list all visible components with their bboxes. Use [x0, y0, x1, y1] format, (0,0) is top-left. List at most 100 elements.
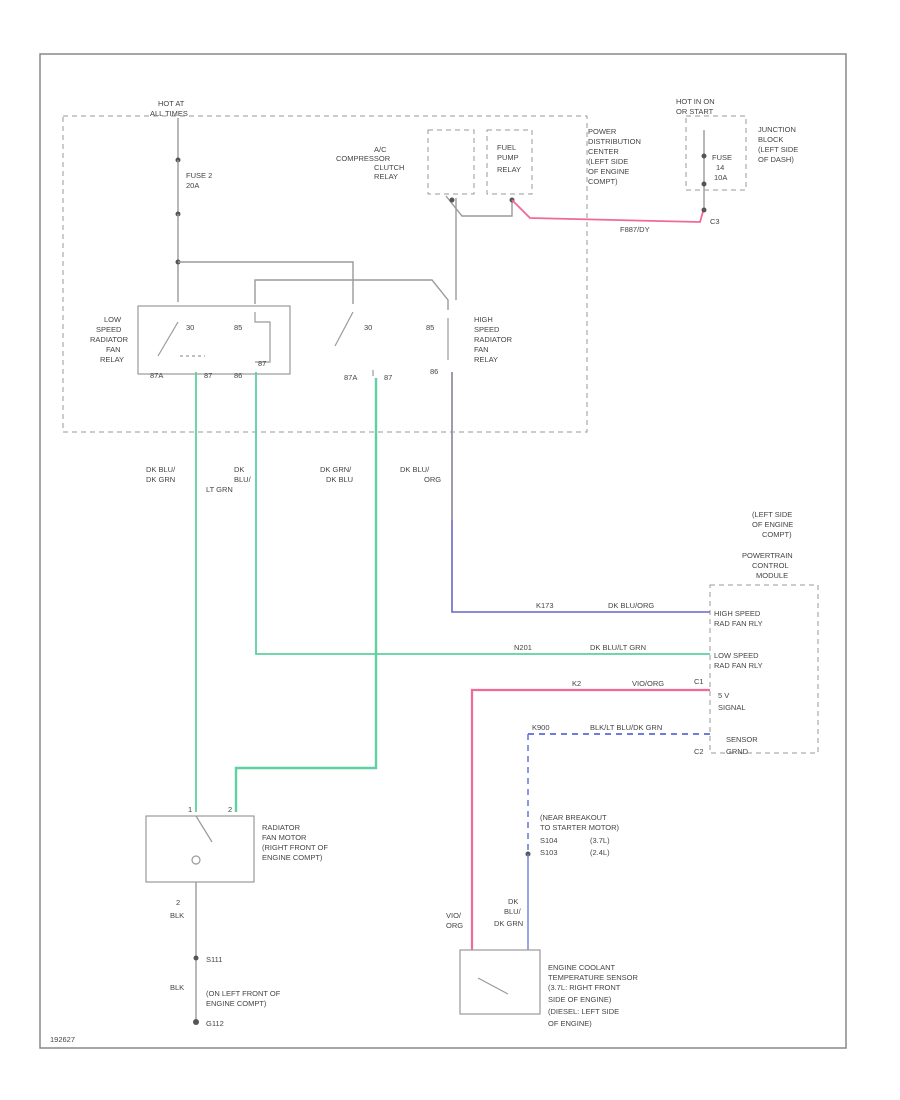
junction-block-2: BLOCK — [758, 135, 783, 144]
ect-wire-left-1: VIO/ — [446, 911, 462, 920]
wire-high-2: ORG — [424, 475, 441, 484]
f87-wire-label: F887/DY — [620, 225, 650, 234]
junction-fuse-2: 14 — [716, 163, 724, 172]
ect-sensor-1: ENGINE COOLANT — [548, 963, 616, 972]
splice-s111: S111 — [206, 955, 222, 964]
fan-pin-1: 1 — [188, 805, 192, 814]
pcm-box — [709, 584, 819, 754]
low-relay-5: RELAY — [100, 355, 124, 364]
junction-fuse-top — [701, 153, 707, 159]
circ-k173: K173 — [536, 601, 554, 610]
circ-n201: N201 — [514, 643, 532, 652]
ac-relay-box — [427, 129, 475, 195]
ac-relay-4: RELAY — [374, 172, 398, 181]
low-relay-3: RADIATOR — [90, 335, 129, 344]
pdc-4: (LEFT SIDE — [588, 157, 628, 166]
fuel-pump-relay-3: RELAY — [497, 165, 521, 174]
wire-mid-1: DK GRN/ — [320, 465, 352, 474]
high-relay-5: RELAY — [474, 355, 498, 364]
fan-motor-1: RADIATOR — [262, 823, 301, 832]
pdc-enclosure — [62, 115, 588, 433]
pdc-3: CENTER — [588, 147, 619, 156]
ac-relay-2: COMPRESSOR — [336, 154, 391, 163]
pin-87b: 87 — [204, 371, 212, 380]
pink-wire-5v — [470, 688, 710, 950]
pin-30b: 30 — [364, 323, 372, 332]
pcm-low-2: RAD FAN RLY — [714, 661, 763, 670]
c3-node — [701, 207, 707, 213]
pcm-c2: C2 — [694, 747, 704, 756]
circ-k900-color: BLK/LT BLU/DK GRN — [590, 723, 662, 732]
pcm-low-1: LOW SPEED — [714, 651, 759, 660]
pcm-high-2: RAD FAN RLY — [714, 619, 763, 628]
ect-sensor-5: (DIESEL: LEFT SIDE — [548, 1007, 619, 1016]
low-speed-relay-box — [137, 305, 291, 375]
junction-block-box — [685, 115, 747, 191]
fuse2-label-2: 20A — [186, 181, 199, 190]
pdc-5: OF ENGINE — [588, 167, 629, 176]
ect-sensor-4: SIDE OF ENGINE) — [548, 995, 612, 1004]
pdc-6: COMPT) — [588, 177, 618, 186]
pcm-2: OF ENGINE — [752, 520, 793, 529]
wire-mid-2: DK BLU — [326, 475, 353, 484]
pin-87d: 87A — [344, 373, 357, 382]
c3-top-label: C3 — [710, 217, 720, 226]
ground-loc-3: G112 — [206, 1019, 224, 1028]
junction-fuse-1: FUSE — [712, 153, 732, 162]
wire-low-right-2: BLU/ — [234, 475, 252, 484]
pin-85b: 85 — [426, 323, 434, 332]
fuel-pump-relay-box — [486, 129, 533, 195]
ground-g112 — [193, 1019, 199, 1025]
fuel-pump-relay-2: PUMP — [497, 153, 519, 162]
pin-86b: 86 — [430, 367, 438, 376]
pcm-sensor-2: GRND — [726, 747, 749, 756]
wire-low-left-1: DK BLU/ — [146, 465, 176, 474]
ect-wire-left-2: ORG — [446, 921, 463, 930]
pdc-1: POWER — [588, 127, 617, 136]
circ-k173-color: DK BLU/ORG — [608, 601, 654, 610]
pcm-5v-2: SIGNAL — [718, 703, 746, 712]
circ-k2: K2 — [572, 679, 581, 688]
wire-low-left-2: DK GRN — [146, 475, 175, 484]
breakout-4: (3.7L) — [590, 836, 610, 845]
circ-n201-color: DK BLU/LT GRN — [590, 643, 646, 652]
fan-motor-2: FAN MOTOR — [262, 833, 307, 842]
wire-high-1: DK BLU/ — [400, 465, 430, 474]
pcm-5v-1: 5 V — [718, 691, 729, 700]
wire-low-right-3: LT GRN — [206, 485, 233, 494]
breakout-6: (2.4L) — [590, 848, 610, 857]
diagram-frame — [39, 53, 847, 1049]
relay-coil-feed — [254, 279, 449, 310]
s111-node — [193, 955, 199, 961]
pcm-high-1: HIGH SPEED — [714, 609, 761, 618]
pcm-3: COMPT) — [762, 530, 792, 539]
ect-sensor-6: OF ENGINE) — [548, 1019, 592, 1028]
hot-at-all-times-2: ALL TIMES — [150, 109, 188, 118]
low-relay-2: SPEED — [96, 325, 122, 334]
fan-motor-symbol — [191, 855, 201, 865]
high-relay-switch — [334, 311, 354, 347]
high-relay-1: HIGH — [474, 315, 493, 324]
ground-loc-1: (ON LEFT FRONT OF — [206, 989, 281, 998]
low-relay-4: FAN — [106, 345, 121, 354]
pin-87e: 87 — [384, 373, 392, 382]
junction-fuse-3: 10A — [714, 173, 727, 182]
ect-thermistor — [477, 977, 509, 995]
fan-motor-3: (RIGHT FRONT OF — [262, 843, 328, 852]
pcm-sensor-1: SENSOR — [726, 735, 758, 744]
pink-wire-junction — [511, 199, 705, 223]
circ-k900: K900 — [532, 723, 550, 732]
pcm-c1: C1 — [694, 677, 704, 686]
pcm-1: (LEFT SIDE — [752, 510, 792, 519]
ground-blk1-2: BLK — [170, 911, 184, 920]
green-wire-low-pcm — [255, 372, 710, 655]
ground-blk2: BLK — [170, 983, 184, 992]
low-relay-1: LOW — [104, 315, 122, 324]
pdc-2: DISTRIBUTION — [588, 137, 641, 146]
bus-to-high-relay — [178, 261, 354, 304]
pcm-6: MODULE — [756, 571, 788, 580]
ect-sensor-box — [459, 949, 541, 1015]
breakout-1: (NEAR BREAKOUT — [540, 813, 607, 822]
